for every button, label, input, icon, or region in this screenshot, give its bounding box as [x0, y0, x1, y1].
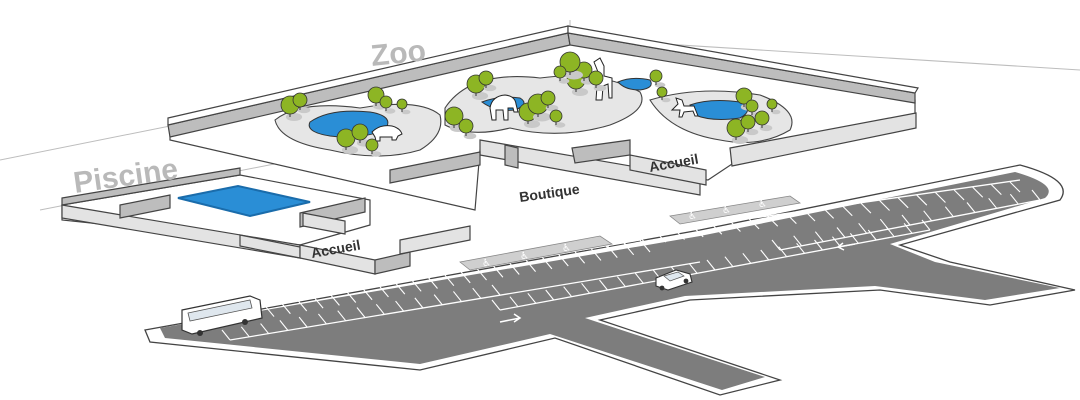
piscine-enclosure [61, 167, 471, 275]
parking-area: ♿ ♿ ♿ ♿ ♿ ♿ [144, 164, 1076, 396]
tree-icon [766, 98, 778, 110]
tree-icon [540, 90, 556, 106]
tree-icon [754, 110, 770, 126]
tree-icon [396, 98, 408, 110]
pond-right [689, 100, 748, 120]
accessible-parking: ♿ ♿ ♿ ♿ ♿ ♿ [459, 195, 802, 271]
tree-icon [735, 87, 753, 105]
wheelchair-icon: ♿ [758, 199, 767, 210]
tree-icon [444, 106, 464, 126]
elephant-icon [489, 94, 519, 121]
road-arrows [499, 242, 856, 323]
wheelchair-icon: ♿ [562, 243, 571, 254]
road-surface [160, 172, 1060, 390]
bus-icon [181, 295, 263, 336]
tree-icon [458, 118, 474, 134]
tree-icon [351, 123, 369, 141]
wheelchair-icon: ♿ [722, 205, 731, 216]
car-icon [655, 269, 693, 291]
tree-icon [588, 70, 604, 86]
tree-icon [292, 92, 308, 108]
tree-icon [553, 65, 567, 79]
pond-top [617, 77, 652, 91]
zoo-enclosure [167, 25, 919, 211]
tree-icon [745, 99, 759, 113]
wheelchair-icon: ♿ [482, 258, 491, 269]
rhino-icon [371, 125, 403, 142]
tree-icon [740, 114, 756, 130]
tree-icon [367, 86, 385, 104]
tree-icon [649, 69, 663, 83]
zoo-trees [280, 51, 781, 157]
tree-icon [379, 95, 393, 109]
tree-icon [365, 138, 379, 152]
deer-icon [670, 97, 699, 118]
boutique-label: Boutique [518, 181, 581, 205]
zoo-label: Zoo [369, 34, 427, 73]
tree-icon [478, 70, 494, 86]
wheelchair-icon: ♿ [688, 211, 697, 222]
tree-icon [559, 51, 581, 73]
wheelchair-icon: ♿ [520, 251, 529, 262]
tree-icon [656, 86, 668, 98]
tree-icon [549, 109, 563, 123]
